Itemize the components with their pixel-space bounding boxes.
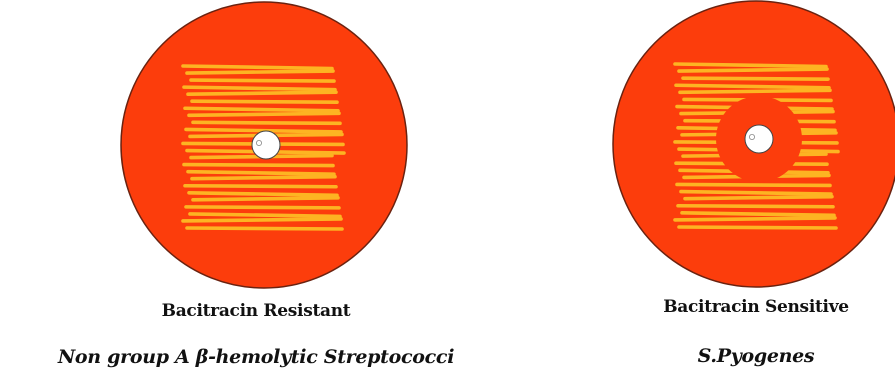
bacitracin-disc bbox=[252, 131, 280, 159]
s-pyogenes-organism-label: S.Pyogenes bbox=[618, 345, 894, 367]
streak-line bbox=[188, 172, 334, 175]
streak-line bbox=[193, 198, 338, 200]
streak-line bbox=[192, 177, 335, 179]
streak-line bbox=[676, 85, 829, 88]
bacitracin-disc bbox=[745, 125, 773, 153]
streak-line bbox=[188, 92, 336, 94]
agar-plate-sensitive bbox=[613, 1, 895, 287]
streak-line bbox=[678, 206, 833, 207]
streak-line bbox=[187, 228, 342, 229]
streak-line bbox=[187, 71, 333, 73]
streak-line bbox=[184, 165, 333, 166]
streak-line bbox=[675, 64, 826, 67]
resistant-label: Bacitracin Resistant bbox=[0, 301, 512, 321]
streak-line bbox=[679, 227, 836, 228]
streak-line bbox=[192, 101, 337, 102]
streak-line bbox=[184, 87, 335, 90]
streak-line bbox=[682, 213, 834, 216]
streak-line bbox=[186, 207, 339, 208]
streak-line bbox=[183, 219, 341, 221]
agar-plate-resistant bbox=[121, 2, 407, 288]
streak-line bbox=[685, 197, 832, 199]
streak-line bbox=[679, 69, 827, 71]
sensitive-label: Bacitracin Sensitive bbox=[618, 297, 894, 317]
streak-line bbox=[189, 113, 339, 115]
streak-line bbox=[185, 186, 336, 187]
streak-line bbox=[189, 193, 337, 196]
non-group-a-organism-label: Non group A β-hemolytic Streptococci bbox=[0, 346, 512, 368]
streak-line bbox=[190, 214, 340, 217]
streak-line bbox=[681, 192, 831, 195]
streak-line bbox=[183, 66, 332, 69]
streak-line bbox=[683, 78, 828, 79]
streak-line bbox=[675, 218, 835, 220]
streak-line bbox=[185, 108, 338, 111]
streak-line bbox=[191, 80, 334, 81]
streak-line bbox=[680, 90, 830, 92]
streak-line bbox=[193, 122, 340, 123]
streak-line bbox=[677, 184, 830, 185]
